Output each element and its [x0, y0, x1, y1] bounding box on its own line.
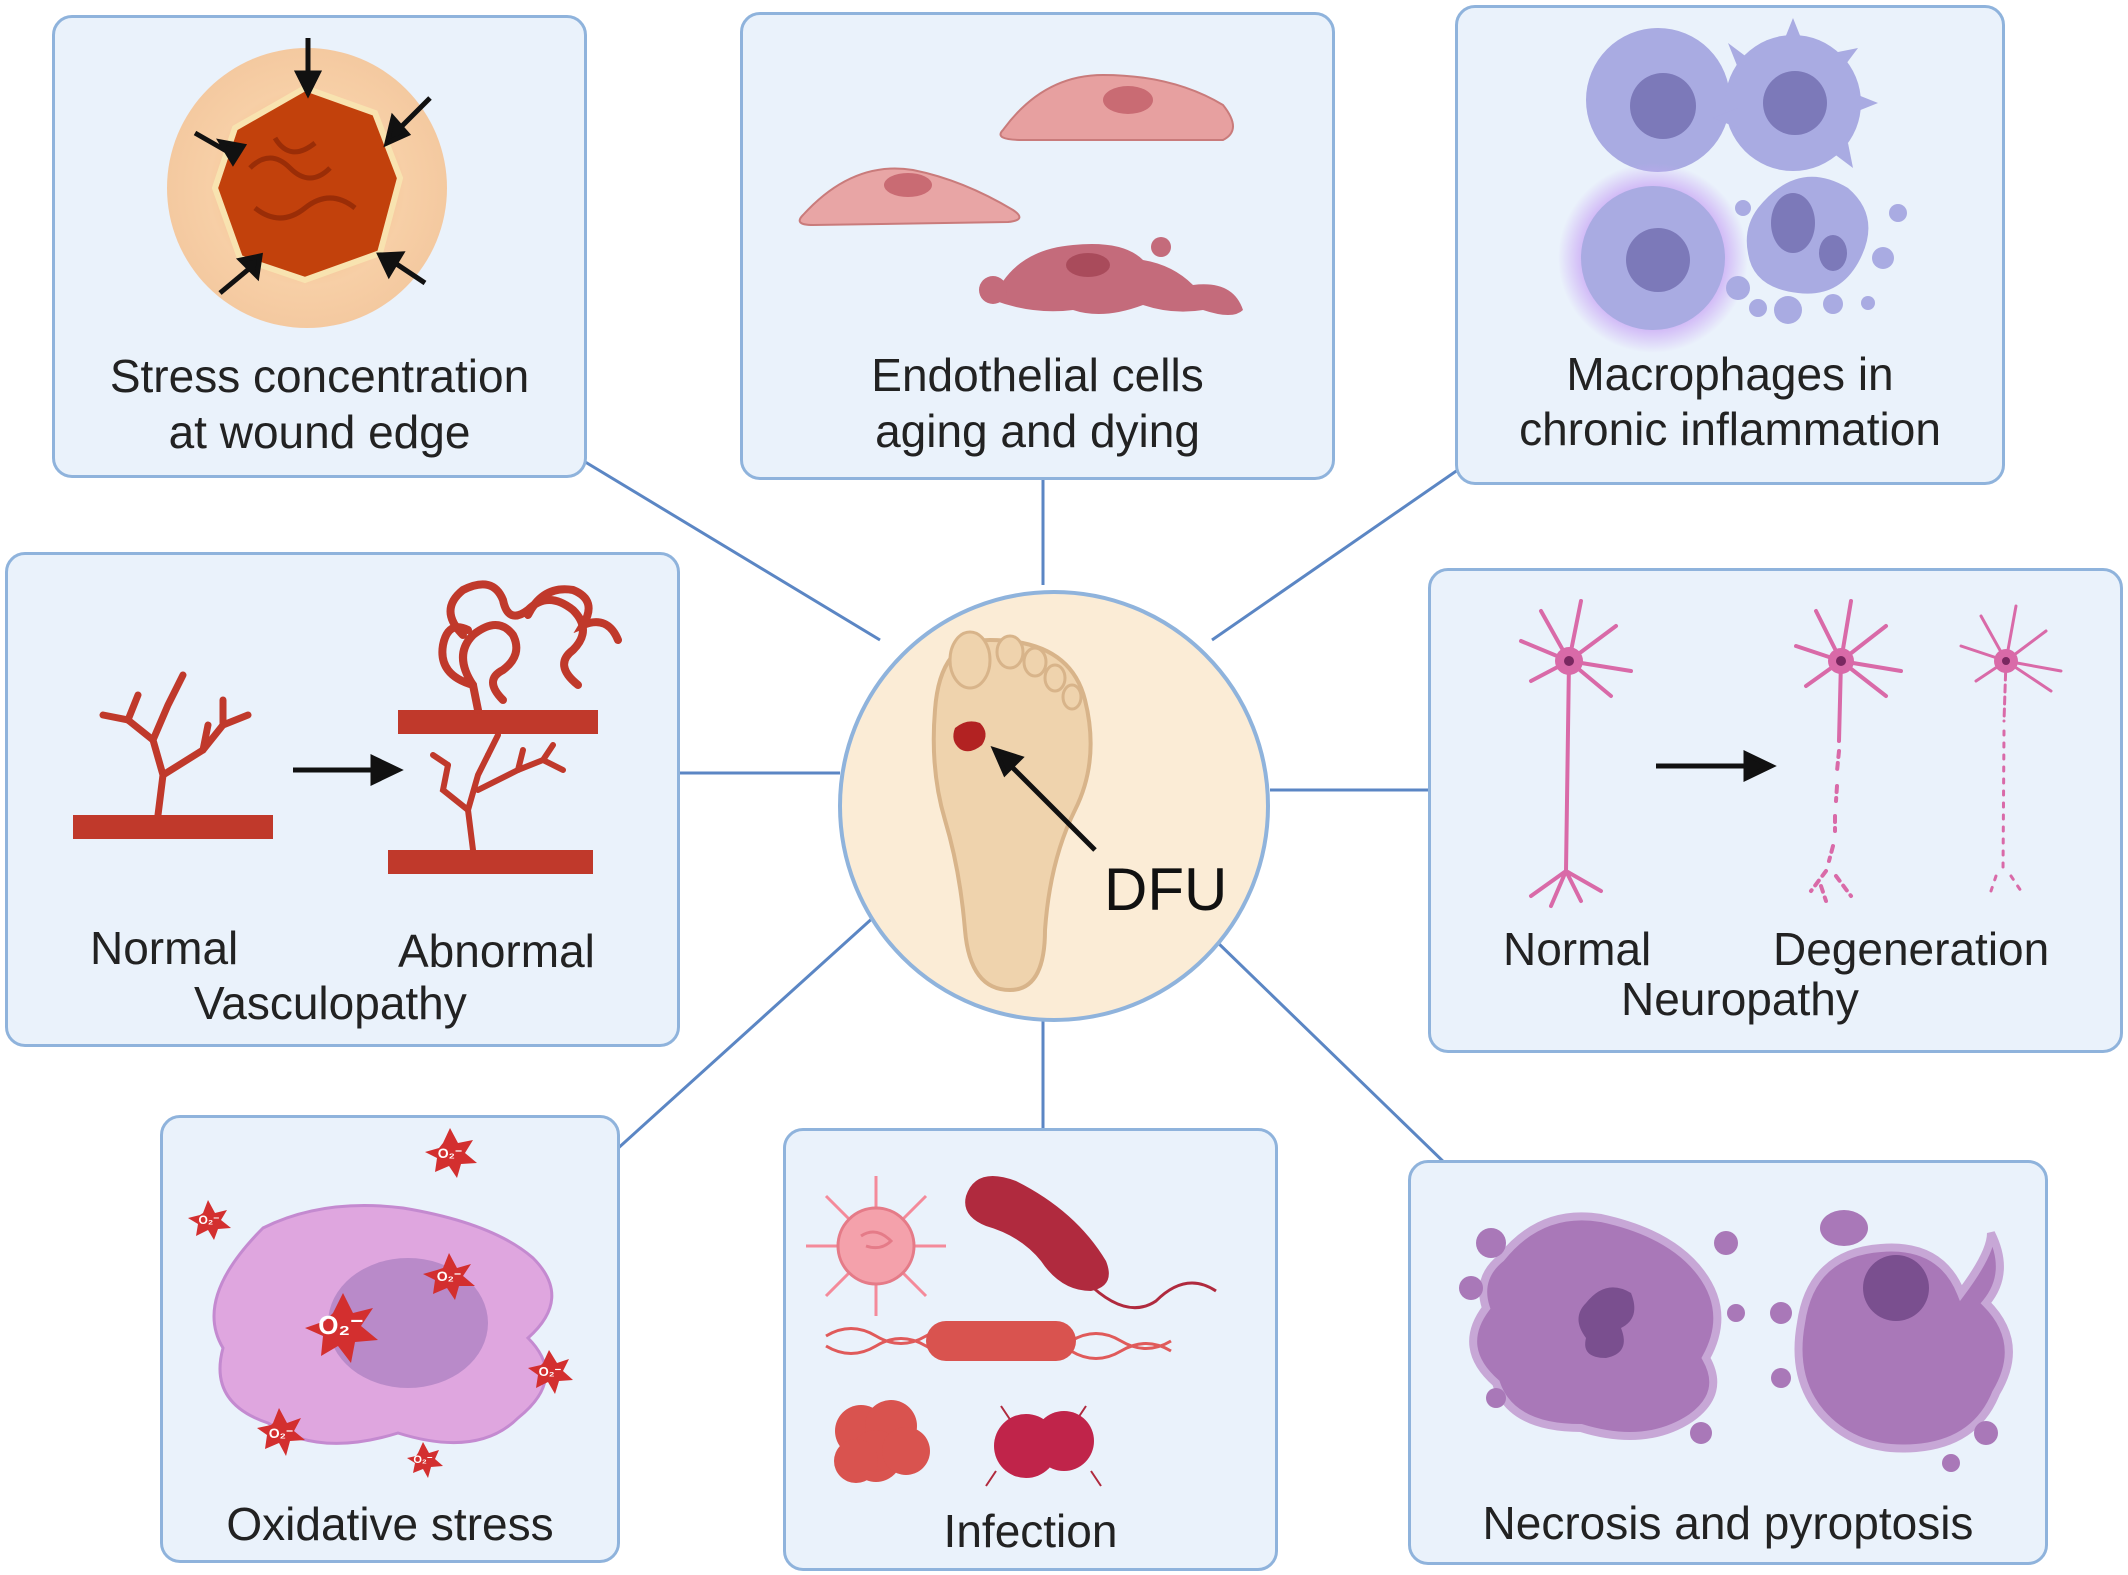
vasculopathy-panel: Normal Abnormal Vasculopathy [5, 552, 680, 1047]
radical-symbol: O₂⁻ [438, 1145, 463, 1161]
radical-symbol: O₂⁻ [413, 1454, 432, 1466]
infection-label: Infection [943, 1505, 1118, 1557]
vasculopathy-abnormal-label: Abnormal [398, 925, 595, 977]
endothelial-panel: Endothelial cells aging and dying [740, 12, 1335, 480]
neuropathy-degeneration-label: Degeneration [1773, 923, 2050, 975]
vasculopathy-title: Vasculopathy [194, 977, 467, 1029]
stress-label-2: at wound edge [168, 406, 471, 458]
necrosis-label: Necrosis and pyroptosis [1482, 1497, 1974, 1549]
neuropathy-title: Neuropathy [1621, 973, 1859, 1025]
bacteria-icon [806, 1176, 1217, 1487]
macrophages-panel: Macrophages in chronic inflammation [1455, 5, 2005, 485]
radical-symbol: O₂⁻ [437, 1268, 462, 1284]
dfu-label: DFU [1104, 856, 1228, 923]
oxidative-cell-icon: O₂⁻ O₂⁻ O₂⁻ O₂⁻ O₂⁻ O₂⁻ O₂⁻ [188, 1128, 573, 1478]
neuropathy-panel: Normal Degeneration Neuropathy [1428, 568, 2123, 1053]
endothelial-label-1: Endothelial cells [871, 349, 1204, 401]
oxidative-panel: O₂⁻ O₂⁻ O₂⁻ O₂⁻ O₂⁻ O₂⁻ O₂⁻ Oxidative st… [160, 1115, 620, 1563]
arrow-icon [193, 38, 432, 295]
blood-vessel-icon [73, 580, 622, 874]
macrophage-icon [1558, 18, 1907, 353]
macrophages-label-1: Macrophages in [1566, 348, 1894, 400]
necrosis-cell-icon [1459, 1210, 2013, 1472]
oxidative-label: Oxidative stress [226, 1498, 554, 1550]
radical-symbol: O₂⁻ [318, 1310, 364, 1340]
neuropathy-normal-label: Normal [1503, 923, 1652, 975]
stress-panel: Stress concentration at wound edge [52, 15, 587, 478]
stress-label-1: Stress concentration [109, 350, 530, 402]
endothelial-label-2: aging and dying [875, 405, 1200, 457]
endothelial-cells-icon [798, 73, 1243, 315]
necrosis-panel: Necrosis and pyroptosis [1408, 1160, 2048, 1565]
vasculopathy-normal-label: Normal [90, 922, 239, 974]
dfu-hub [838, 590, 1270, 1022]
neuron-icon [1519, 599, 2063, 908]
infection-panel: Infection [783, 1128, 1278, 1571]
radical-symbol: O₂⁻ [269, 1425, 294, 1441]
arrow-icon [293, 754, 404, 786]
virus-icon [806, 1176, 946, 1316]
macrophages-label-2: chronic inflammation [1519, 403, 1941, 455]
radical-symbol: O₂⁻ [199, 1213, 220, 1227]
wound-icon [167, 38, 447, 328]
radical-symbol: O₂⁻ [539, 1364, 562, 1379]
arrow-icon [1656, 750, 1777, 782]
radical-icon [188, 1128, 573, 1478]
